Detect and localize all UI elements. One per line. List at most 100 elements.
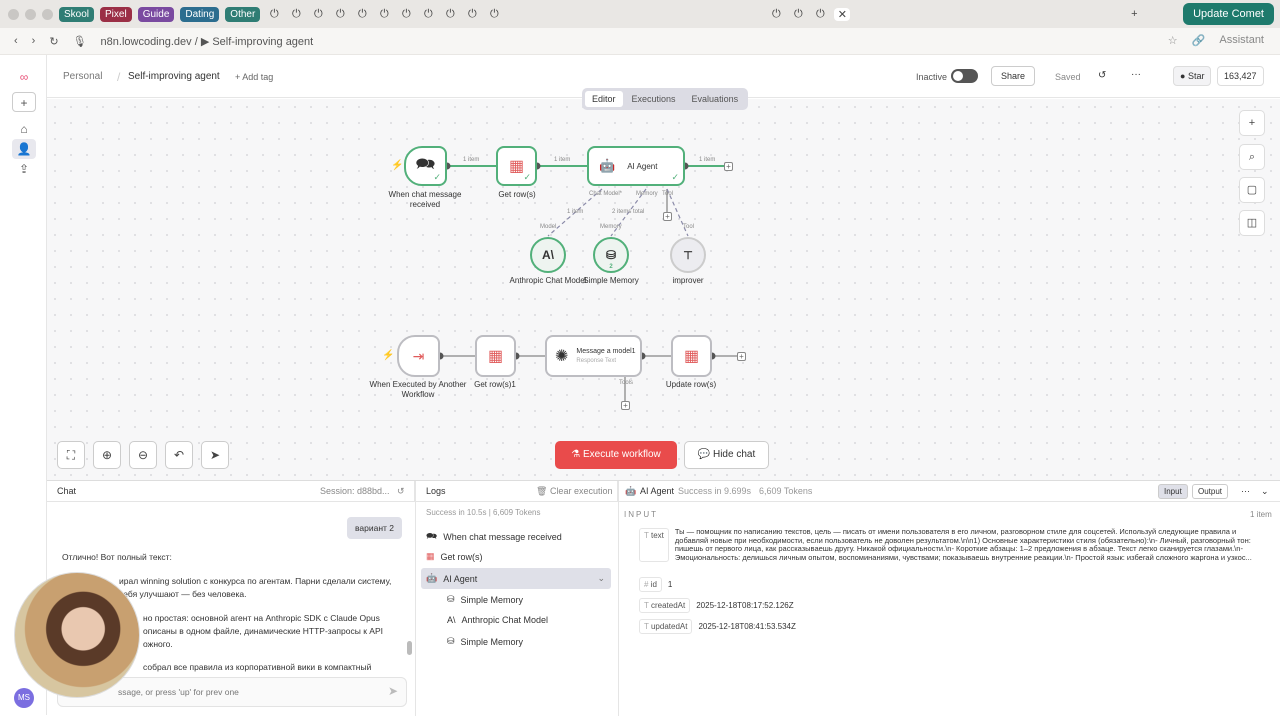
tab-power-icon[interactable]: ⏻ bbox=[401, 7, 411, 20]
mic-icon[interactable]: 🎙 bbox=[72, 35, 87, 48]
forward-icon[interactable]: › bbox=[31, 35, 36, 47]
tab-power-icon[interactable]: ⏻ bbox=[489, 7, 499, 20]
zoom-in-icon[interactable]: ⊕ bbox=[93, 441, 121, 469]
tab-evaluations[interactable]: Evaluations bbox=[691, 94, 739, 104]
session-id: Session: d88bd... bbox=[320, 486, 390, 496]
undo-icon[interactable]: ↶ bbox=[165, 441, 193, 469]
assistant-button[interactable]: Assistant bbox=[1219, 34, 1264, 46]
pointer-icon[interactable]: ➤ bbox=[201, 441, 229, 469]
tab-power-icon[interactable]: ⏻ bbox=[357, 7, 367, 20]
add-node-plus-icon[interactable]: + bbox=[737, 352, 746, 361]
log-label: Get row(s) bbox=[440, 551, 483, 562]
tab-group-dating[interactable]: Dating bbox=[180, 6, 220, 22]
tab-power-icon[interactable]: ⏻ bbox=[467, 7, 477, 20]
n8n-logo-icon[interactable]: ∞ bbox=[19, 70, 29, 84]
chevron-down-icon[interactable]: ⌄ bbox=[597, 573, 605, 583]
github-star-button[interactable]: ● Star bbox=[1173, 66, 1212, 86]
active-tab-close-icon[interactable]: ✕ bbox=[834, 7, 851, 21]
search-icon[interactable]: ⌕ bbox=[1239, 144, 1265, 170]
window-close[interactable] bbox=[8, 8, 19, 20]
user-icon[interactable]: 👤 bbox=[12, 139, 36, 159]
tab-power-icon[interactable]: ⏻ bbox=[335, 7, 345, 20]
node-improver[interactable]: ⊤ bbox=[670, 237, 706, 273]
zoom-out-icon[interactable]: ⊖ bbox=[129, 441, 157, 469]
node-exec-trigger[interactable]: ⇥ bbox=[397, 335, 440, 377]
log-item[interactable]: ▦Get row(s) bbox=[426, 551, 483, 562]
tab-power-icon[interactable]: ⏻ bbox=[793, 7, 803, 20]
tab-power-icon[interactable]: ⏻ bbox=[815, 7, 825, 20]
more-options-icon[interactable]: ··· bbox=[1241, 486, 1250, 496]
node-get-rows1[interactable]: ▦ bbox=[475, 335, 516, 377]
tab-power-icon[interactable]: ⏻ bbox=[445, 7, 455, 20]
fit-view-icon[interactable]: ⛶ bbox=[57, 441, 85, 469]
log-child[interactable]: A\Anthropic Chat Model bbox=[447, 615, 548, 625]
add-tool-plus-icon[interactable]: + bbox=[663, 212, 672, 221]
tab-editor[interactable]: Editor bbox=[585, 91, 623, 107]
create-plus-icon[interactable]: + bbox=[12, 92, 36, 112]
sticky-note-icon[interactable]: ▢ bbox=[1239, 177, 1265, 203]
tab-power-icon[interactable]: ⏻ bbox=[291, 7, 301, 20]
chevron-down-icon[interactable]: ⌄ bbox=[1261, 486, 1269, 496]
bookmark-star-icon[interactable]: ☆ bbox=[1167, 35, 1178, 47]
node-chat-trigger[interactable]: 🗪✓ bbox=[404, 146, 447, 186]
tab-power-icon[interactable]: ⏻ bbox=[771, 7, 781, 20]
node-anthropic[interactable]: A\ bbox=[530, 237, 566, 273]
clear-execution-button[interactable]: 🗑 Clear execution bbox=[536, 486, 613, 496]
home-icon[interactable]: ⌂ bbox=[20, 122, 28, 136]
share-button[interactable]: Share bbox=[991, 66, 1036, 86]
tab-power-icon[interactable]: ⏻ bbox=[269, 7, 279, 20]
tab-power-icon[interactable]: ⏻ bbox=[379, 7, 389, 20]
hide-chat-button[interactable]: 💬 Hide chat bbox=[684, 441, 769, 469]
link-icon[interactable]: 🔗 bbox=[1191, 35, 1206, 47]
tab-group-guide[interactable]: Guide bbox=[137, 6, 175, 22]
url-text[interactable]: n8n.lowcoding.dev / ▶ Self-improving age… bbox=[100, 35, 314, 48]
connections bbox=[440, 189, 737, 401]
input-toggle[interactable]: Input bbox=[1158, 484, 1188, 499]
log-item[interactable]: 🗪 When chat message received bbox=[426, 529, 562, 545]
node-update-rows[interactable]: ▦ bbox=[671, 335, 712, 377]
execute-workflow-button[interactable]: ⚗ Execute workflow bbox=[555, 441, 677, 469]
breadcrumb-project[interactable]: Personal bbox=[63, 71, 103, 82]
type-icon: T bbox=[644, 531, 649, 540]
node-get-rows[interactable]: ▦✓ bbox=[496, 146, 537, 186]
log-child[interactable]: ⛁Simple Memory bbox=[447, 636, 523, 647]
chat-scrollbar[interactable] bbox=[407, 641, 412, 655]
add-node-plus-icon[interactable]: + bbox=[724, 162, 733, 171]
window-zoom[interactable] bbox=[42, 8, 53, 20]
detail-header: 🤖 AI Agent Success in 9.699s 6,609 Token… bbox=[619, 481, 1280, 502]
history-icon[interactable]: ↺ bbox=[1098, 70, 1107, 81]
send-icon[interactable]: ➤ bbox=[387, 684, 398, 698]
log-child[interactable]: ⛁Simple Memory bbox=[447, 594, 523, 605]
add-node-button[interactable]: + bbox=[1239, 110, 1265, 136]
workflow-title[interactable]: Self-improving agent bbox=[128, 71, 220, 82]
more-options-icon[interactable]: ··· bbox=[1131, 69, 1141, 80]
window-minimize[interactable] bbox=[25, 8, 36, 20]
update-comet-button[interactable]: Update Comet bbox=[1183, 3, 1274, 25]
user-avatar[interactable]: MS bbox=[14, 688, 34, 708]
tab-group-pixel[interactable]: Pixel bbox=[100, 6, 132, 22]
add-tool-plus-icon[interactable]: + bbox=[621, 401, 630, 410]
chat-bubbles-icon: 🗪 bbox=[426, 531, 438, 541]
tab-power-icon[interactable]: ⏻ bbox=[423, 7, 433, 20]
port-label: Tools bbox=[619, 380, 634, 386]
active-toggle[interactable] bbox=[951, 69, 978, 83]
node-ai-agent[interactable]: 🤖AI Agent✓ bbox=[587, 146, 685, 186]
tab-group-skool[interactable]: Skool bbox=[59, 6, 95, 22]
tab-executions[interactable]: Executions bbox=[631, 94, 676, 104]
tab-power-icon[interactable]: ⏻ bbox=[313, 7, 323, 20]
tab-group-other[interactable]: Other bbox=[225, 6, 261, 22]
add-tag-link[interactable]: + Add tag bbox=[235, 72, 274, 82]
back-icon[interactable]: ‹ bbox=[14, 35, 18, 47]
reset-session-icon[interactable]: ↺ bbox=[397, 486, 405, 496]
reload-icon[interactable]: ↻ bbox=[49, 35, 59, 48]
share-upload-icon[interactable]: ⇪ bbox=[18, 162, 30, 176]
node-simple-memory[interactable]: ⛁2 bbox=[593, 237, 629, 273]
panel-toggle-icon[interactable]: ◫ bbox=[1239, 210, 1265, 236]
log-item-selected[interactable]: 🤖AI Agent⌄ bbox=[421, 568, 611, 589]
table-icon: ▦ bbox=[683, 348, 700, 365]
new-tab-icon[interactable]: + bbox=[1131, 8, 1138, 20]
output-toggle[interactable]: Output bbox=[1192, 484, 1229, 499]
log-label: When chat message received bbox=[443, 532, 562, 542]
trigger-bolt-icon: ⚡ bbox=[382, 350, 395, 361]
